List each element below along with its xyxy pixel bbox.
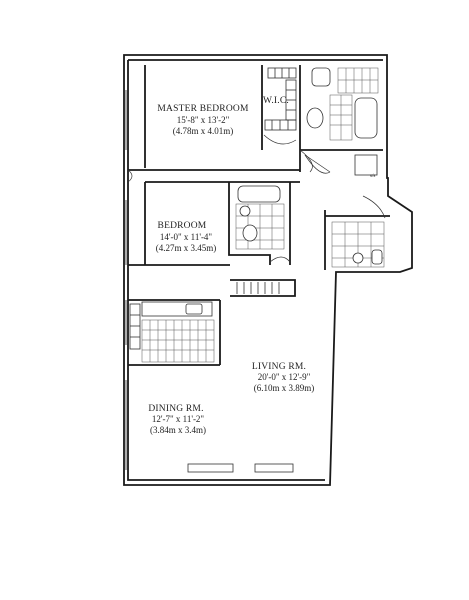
sink-icon bbox=[242, 224, 258, 242]
toilet-icon bbox=[239, 205, 251, 217]
label-bedroom: BEDROOM 14'-0" x 11'-4" (4.27m x 3.45m) bbox=[156, 221, 217, 253]
exterior-walls bbox=[123, 54, 413, 486]
bedroom-dim-m: (4.27m x 3.45m) bbox=[156, 243, 217, 253]
master-bedroom-dim-ft: 15'-8" x 13'-2" bbox=[177, 115, 230, 125]
toilet-icon bbox=[371, 249, 383, 265]
bathtub-icon bbox=[354, 97, 378, 139]
interior-walls bbox=[128, 65, 390, 366]
wic-closet bbox=[263, 67, 297, 145]
hall-bathroom bbox=[331, 195, 386, 268]
bedroom-name: BEDROOM bbox=[158, 221, 207, 231]
living-room-name: LIVING RM. bbox=[252, 362, 306, 372]
dining-room-name: DINING RM. bbox=[148, 404, 203, 414]
sink-icon bbox=[352, 252, 364, 264]
sink-icon bbox=[306, 107, 324, 129]
wic-label: W.I.C. bbox=[263, 96, 289, 106]
closet-mark: s/s bbox=[370, 174, 375, 179]
second-bathroom bbox=[235, 185, 291, 263]
living-room-dim-ft: 20'-0" x 12'-9" bbox=[258, 372, 311, 382]
bathtub-icon bbox=[237, 185, 281, 203]
sink-icon bbox=[185, 303, 203, 315]
label-dining-room: DINING RM. 12'-7" x 11'-2" (3.84m x 3.4m… bbox=[148, 404, 206, 435]
kitchen bbox=[129, 301, 215, 363]
master-bathroom: s/s bbox=[304, 67, 379, 179]
dining-room-dim-m: (3.84m x 3.4m) bbox=[150, 425, 206, 435]
toilet-icon bbox=[311, 67, 331, 87]
door-swings bbox=[127, 149, 313, 183]
label-living-room: LIVING RM. 20'-0" x 12'-9" (6.10m x 3.89… bbox=[252, 362, 314, 393]
dining-room-dim-ft: 12'-7" x 11'-2" bbox=[152, 414, 205, 424]
bedroom-dim-ft: 14'-0" x 11'-4" bbox=[160, 232, 213, 242]
living-room-dim-m: (6.10m x 3.89m) bbox=[254, 383, 315, 393]
label-master-bedroom: MASTER BEDROOM 15'-8" x 13'-2" (4.78m x … bbox=[157, 104, 249, 136]
hall-closet bbox=[236, 282, 280, 294]
master-bedroom-dim-m: (4.78m x 4.01m) bbox=[173, 126, 234, 136]
master-bedroom-name: MASTER BEDROOM bbox=[157, 104, 249, 114]
